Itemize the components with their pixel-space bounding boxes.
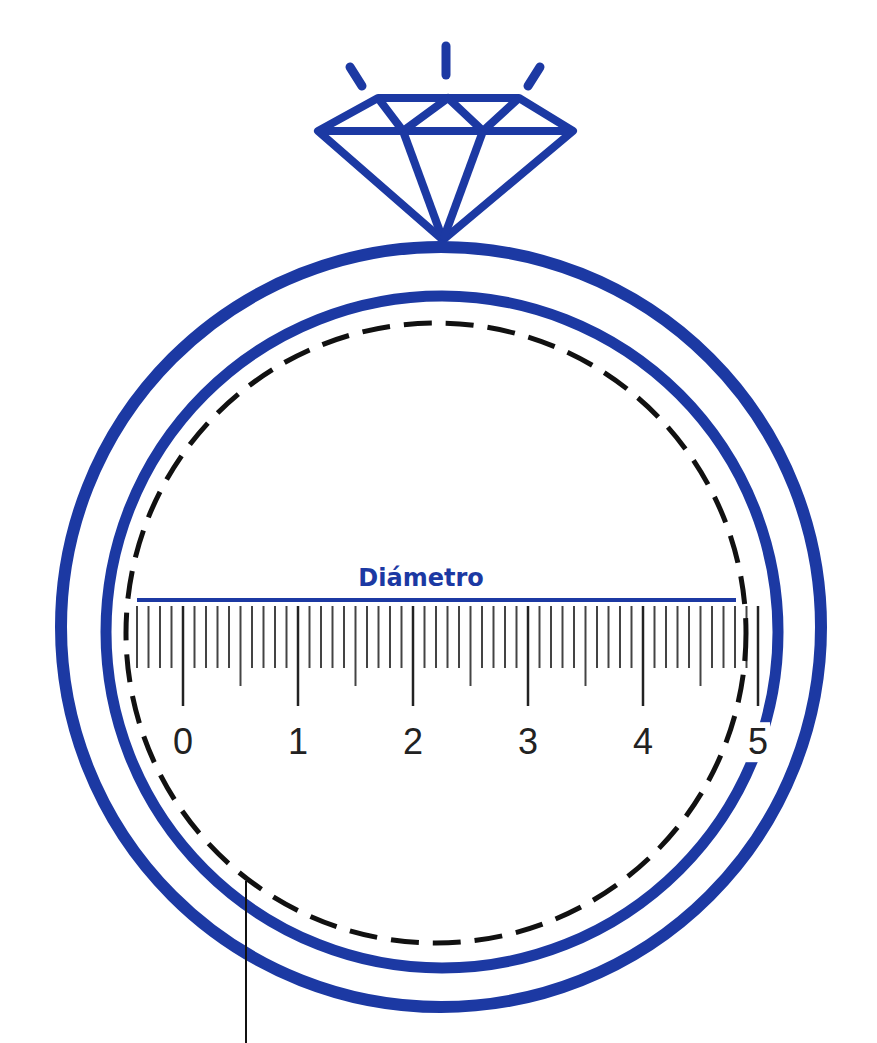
ruler-tick [217, 606, 219, 668]
ruler-tick [562, 606, 564, 668]
ruler-tick [424, 606, 426, 668]
ruler-tick [654, 606, 656, 668]
ruler-tick [642, 606, 645, 706]
ruler-tick [366, 606, 368, 668]
ruler-number: 5 [746, 722, 770, 762]
ruler-tick [493, 606, 495, 668]
ruler-tick [297, 606, 300, 706]
ruler-tick [665, 606, 667, 668]
ruler-tick [757, 606, 760, 706]
ruler-tick [458, 606, 460, 668]
diameter-line [137, 598, 736, 602]
ruler-tick [734, 606, 736, 668]
ruler-tick [320, 606, 322, 668]
ruler-tick [228, 606, 230, 668]
ruler-ticks [137, 606, 758, 706]
ruler-tick [539, 606, 541, 668]
dashed-circle [126, 323, 746, 943]
ruler-tick [447, 606, 449, 668]
ruler-tick [470, 606, 472, 686]
diamond-gem [318, 98, 573, 240]
ruler-tick [631, 606, 633, 668]
ruler-tick [596, 606, 598, 668]
ruler-tick [573, 606, 575, 668]
ruler-tick [723, 606, 725, 668]
ring-inner [106, 296, 778, 968]
ruler-tick [378, 606, 380, 668]
ruler-tick [194, 606, 196, 668]
ruler-tick [504, 606, 506, 668]
ruler-tick [343, 606, 345, 668]
ruler-tick [159, 606, 161, 668]
ruler-tick [516, 606, 518, 668]
ruler-tick [527, 606, 530, 706]
ruler-tick [677, 606, 679, 668]
ruler-tick [182, 606, 185, 706]
ruler-tick [711, 606, 713, 668]
ring-outer [61, 247, 821, 1007]
ruler-tick [263, 606, 265, 668]
diameter-title: Diámetro [356, 565, 485, 591]
ruler-tick [585, 606, 587, 686]
ruler-tick [355, 606, 357, 686]
ruler-tick [401, 606, 403, 668]
ruler-tick [251, 606, 253, 668]
sparkle-lines [350, 46, 540, 86]
ruler-tick [688, 606, 690, 668]
ruler-tick [286, 606, 288, 668]
ruler-number: 4 [631, 722, 655, 762]
ruler-tick [136, 606, 138, 668]
leader-line [245, 881, 247, 1043]
ruler-tick [205, 606, 207, 668]
ruler-tick [481, 606, 483, 668]
ruler-number: 2 [401, 722, 425, 762]
ruler-tick [240, 606, 242, 686]
ruler-tick [332, 606, 334, 668]
ruler-tick [608, 606, 610, 668]
ruler-tick [309, 606, 311, 668]
ruler-tick [171, 606, 173, 668]
ruler-tick [274, 606, 276, 668]
ruler-tick [148, 606, 150, 668]
ruler-number: 1 [286, 722, 310, 762]
ruler-tick [619, 606, 621, 668]
ruler-tick [389, 606, 391, 668]
ruler-tick [550, 606, 552, 668]
ruler-number: 3 [516, 722, 540, 762]
ruler-tick [700, 606, 702, 686]
ruler-tick [435, 606, 437, 668]
ruler-tick [412, 606, 415, 706]
ruler-number: 0 [171, 722, 195, 762]
